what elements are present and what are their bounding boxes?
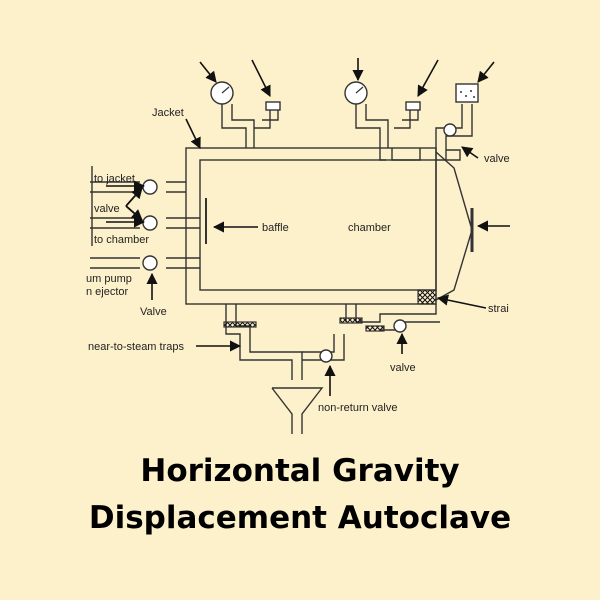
title-line-2: Displacement Autoclave — [88, 500, 512, 536]
label-baffle: baffle — [262, 222, 289, 234]
door — [435, 151, 473, 301]
page-title: Horizontal Gravity Displacement Autoclav… — [0, 448, 600, 542]
label-chamber: chamber — [348, 222, 391, 234]
drain-funnel — [271, 387, 324, 434]
label-to-jacket: to jacket — [94, 173, 135, 185]
filter-icon — [455, 83, 479, 103]
label-valve-top-right: valve — [484, 153, 510, 165]
label-valve-bottom-left: Valve — [140, 306, 167, 318]
safety-valve-icon — [405, 101, 421, 111]
strainer-icon — [417, 289, 437, 305]
autoclave-diagram: Jacket to jacket valve to chamber um pum… — [86, 58, 510, 434]
safety-valve-icon — [265, 101, 281, 111]
label-jacket: Jacket — [152, 107, 184, 119]
label-to-chamber: to chamber — [94, 234, 149, 246]
valve-icon — [142, 179, 158, 195]
trap-strainer-icon — [223, 321, 257, 328]
trap-strainer-icon — [365, 325, 385, 332]
trap-strainer-icon — [339, 317, 363, 324]
jacket-outer-wall — [185, 147, 437, 305]
valve-icon — [393, 319, 407, 333]
title-line-1: Horizontal Gravity — [140, 453, 460, 489]
valve-icon — [142, 215, 158, 231]
label-pump-line2: n ejector — [86, 286, 129, 298]
non-return-valve-icon — [319, 349, 333, 363]
valve-icon — [443, 123, 457, 137]
label-pump-line1: um pump — [86, 273, 132, 285]
valve-icon — [142, 255, 158, 271]
label-non-return-valve: non-return valve — [318, 402, 398, 414]
label-strainer: strai — [488, 303, 509, 315]
label-valve-bottom-right: valve — [390, 362, 416, 374]
label-valve-left: valve — [94, 203, 120, 215]
chamber-inner-wall — [199, 159, 437, 291]
label-steam-traps: near-to-steam traps — [88, 341, 184, 353]
